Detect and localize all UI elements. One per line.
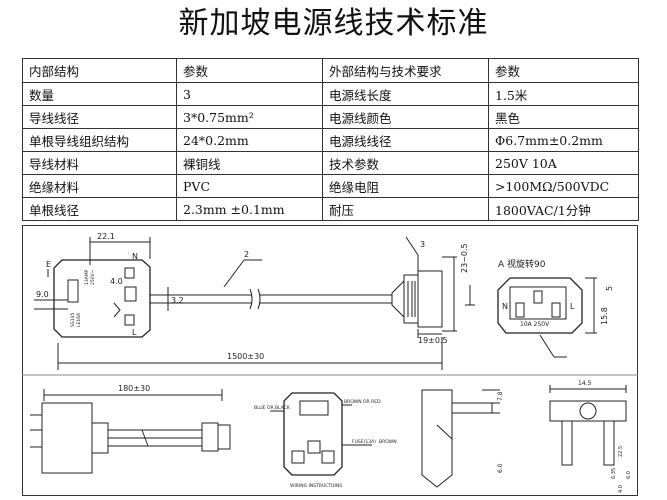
- face-pin-l: L: [570, 302, 575, 311]
- dim-6-0b: 6.0: [626, 471, 632, 479]
- table-cell: 1800VAC/1分钟: [488, 197, 639, 221]
- connector-drawing: [391, 236, 475, 338]
- table-cell: 单根导线组织结构: [22, 128, 177, 152]
- table-cell: 2.3mm ±0.1mm: [176, 197, 323, 221]
- dim-22-5: 22.5: [618, 446, 624, 457]
- table-row: 绝缘材料 PVC 绝缘电阻 >100MΩ/500VDC: [22, 174, 639, 198]
- wire-blue-black: BLUE OR BLACK: [254, 405, 291, 411]
- dim-19: 19±0.5: [418, 336, 448, 345]
- spec-table: 内部结构 参数 外部结构与技术要求 参数 数量 3 电源线长度 1.5米 导线线…: [22, 58, 639, 221]
- table-cell: 技术参数: [322, 151, 489, 175]
- dim-23: 23−0.5: [460, 243, 469, 273]
- fuse-label: FUSE(13A): [352, 439, 376, 445]
- plug-drawing: [34, 237, 172, 338]
- pin-n-label: N: [132, 252, 138, 261]
- table-row: 单根线径 2.3mm ±0.1mm 耐压 1800VAC/1分钟: [22, 197, 639, 221]
- table-cell: 导线材料: [22, 151, 177, 175]
- callout-2: 2: [244, 250, 249, 259]
- table-cell: 裸铜线: [176, 151, 323, 175]
- dim-22-1: 22.1: [97, 232, 115, 241]
- table-row: 导线线径 3*0.75mm² 电源线颜色 黑色: [22, 105, 639, 129]
- wire-brown: BROWN: [379, 439, 397, 445]
- table-cell: 1.5米: [488, 82, 639, 106]
- table-cell: 电源线颜色: [322, 105, 489, 129]
- table-cell: 电源线线径: [322, 128, 489, 152]
- table-cell: 单根线径: [22, 197, 177, 221]
- table-cell: 3*0.75mm²: [176, 105, 323, 129]
- dim-14-5: 14.5: [578, 380, 592, 387]
- plug-text-1: 13AMP: [84, 269, 90, 285]
- wire-brown-red: BROWN OR RED: [344, 399, 381, 405]
- dim-6-0: 6.0: [497, 463, 504, 473]
- table-cell: 电源线长度: [322, 82, 489, 106]
- callout-3: 3: [420, 240, 425, 249]
- pin-e-label: E: [46, 260, 51, 269]
- table-cell: 数量: [22, 82, 177, 106]
- pin-l-label: L: [132, 328, 137, 337]
- table-cell: 黑色: [488, 105, 639, 129]
- plug-text-3: SS145: [70, 313, 76, 327]
- table-cell: Φ6.7mm±0.2mm: [488, 128, 639, 152]
- header-cell: 内部结构: [22, 58, 177, 83]
- table-cell: 24*0.2mm: [176, 128, 323, 152]
- connector-face-drawing: [497, 277, 597, 358]
- dim-4-0: 4.0: [110, 277, 123, 286]
- rating-label: 10A 250V: [520, 321, 550, 328]
- technical-drawing: 22.1 4.0 9.0 3.2 N E L 13AMP 250V~ SS145…: [22, 225, 638, 496]
- dim-180: 180±30: [118, 384, 150, 393]
- table-cell: PVC: [176, 174, 323, 198]
- dim-6-35: 6.35: [611, 468, 617, 479]
- dim-4-0b: 4.0: [618, 485, 624, 493]
- table-cell: 耐压: [322, 197, 489, 221]
- wiring-drawing: [270, 392, 372, 476]
- table-row: 数量 3 电源线长度 1.5米: [22, 82, 639, 106]
- wiring-instructions-label: WIRING INSTRUCTIONS: [290, 483, 342, 489]
- side-plug-drawing: [30, 389, 231, 474]
- plug-text-2: 250V~: [90, 269, 96, 285]
- table-cell: 绝缘材料: [22, 174, 177, 198]
- top-view-drawing: [549, 385, 627, 466]
- dim-3-2: 3.2: [171, 296, 184, 305]
- header-cell: 参数: [176, 58, 323, 83]
- dim-9-0: 9.0: [36, 290, 49, 299]
- table-cell: >100MΩ/500VDC: [488, 174, 639, 198]
- header-cell: 外部结构与技术要求: [322, 58, 489, 83]
- dim-7-8: 7.8: [497, 391, 504, 401]
- table-header-row: 内部结构 参数 外部结构与技术要求 参数: [22, 58, 639, 83]
- plug-text-4: LE16A: [76, 312, 82, 327]
- page-title: 新加坡电源线技术标准: [178, 6, 489, 41]
- table-row: 单根导线组织结构 24*0.2mm 电源线线径 Φ6.7mm±0.2mm: [22, 128, 639, 152]
- table-cell: 绝缘电阻: [322, 174, 489, 198]
- face-pin-n: N: [502, 302, 508, 311]
- dim-15-8: 15.8: [600, 307, 609, 325]
- connector-view-label: A 视旋转90: [498, 258, 546, 270]
- table-cell: 3: [176, 82, 323, 106]
- dim-5: 5: [605, 286, 614, 291]
- cord-drawing: [57, 259, 443, 370]
- pin-profile-drawing: [421, 389, 500, 488]
- table-cell: 导线线径: [22, 105, 177, 129]
- table-row: 导线材料 裸铜线 技术参数 250V 10A: [22, 151, 639, 175]
- header-cell: 参数: [488, 58, 639, 83]
- table-cell: 250V 10A: [488, 151, 639, 175]
- dim-total-length: 1500±30: [227, 352, 264, 361]
